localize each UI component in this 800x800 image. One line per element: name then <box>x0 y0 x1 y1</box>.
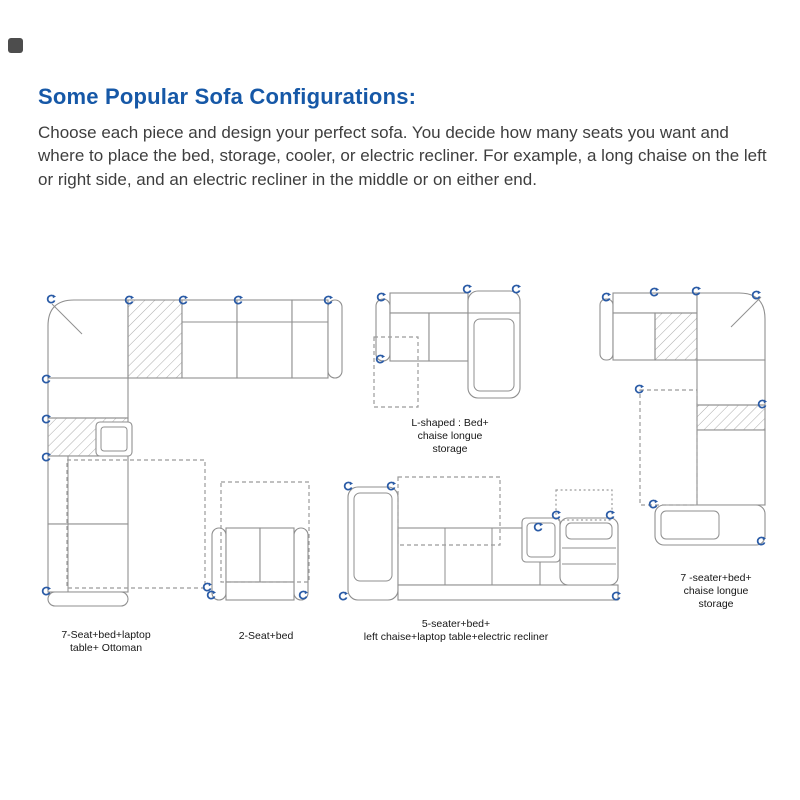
diagram-l-shaped-bed-chaise-storage <box>370 283 528 415</box>
sofa-body <box>211 527 309 601</box>
config-label-two-seat-bed: 2-Seat+bed <box>214 630 318 643</box>
config-label-line: left chaise+laptop table+electric reclin… <box>363 631 549 643</box>
sofa-drawing <box>338 476 622 601</box>
storage-outline <box>639 389 698 506</box>
config-label-line: table+ Ottoman <box>69 642 143 654</box>
config-label-line: L-shaped : Bed+ <box>411 417 489 429</box>
chaise-longue <box>467 290 521 399</box>
rotate-icon <box>462 283 473 294</box>
seat-modules <box>397 527 619 601</box>
sofa-row-modules <box>127 299 343 379</box>
sofa-column-modules <box>696 359 766 506</box>
left-chaise <box>347 486 399 601</box>
config-label-seven-seat-bed-laptop-ottoman: 7-Seat+bed+laptop table+ Ottoman <box>38 629 174 655</box>
config-label-seven-seater-bed-chaise-storage: 7 -seater+bed+ chaise longue storage <box>660 572 772 611</box>
sofa-drawing <box>206 481 310 601</box>
rotate-icon <box>648 498 659 509</box>
rotate-icon <box>634 383 645 394</box>
corner-module <box>696 292 766 361</box>
recliner-extension-outline <box>555 489 613 521</box>
sofa-drawing <box>41 293 343 607</box>
config-label-line: storage <box>432 443 468 455</box>
page-title: Some Popular Sofa Configurations: <box>38 84 417 109</box>
rotate-icon <box>605 509 616 520</box>
config-label-line: 5-seater+bed+ <box>421 618 491 630</box>
diagram-five-seater-bed-chaise-recliner <box>338 452 630 604</box>
config-label-line: storage <box>698 598 734 610</box>
electric-recliner <box>559 517 619 586</box>
sofa-column-modules <box>47 377 129 607</box>
config-label-line: 7-Seat+bed+laptop <box>61 629 151 641</box>
chaise-longue <box>654 504 766 546</box>
config-label-line: 7 -seater+bed+ <box>680 572 752 584</box>
rotate-icon <box>551 509 562 520</box>
corner-module <box>47 299 129 379</box>
config-label-five-seater-bed-chaise-recliner: 5-seater+bed+ left chaise+laptop table+e… <box>330 618 582 644</box>
rotate-icon <box>46 293 57 304</box>
sofa-drawing <box>373 283 522 408</box>
diagram-seven-seat-bed-laptop-ottoman <box>40 286 350 616</box>
storage-outline <box>373 336 419 408</box>
sofa-drawing <box>599 285 768 546</box>
diagram-seven-seater-bed-chaise-storage <box>593 283 773 575</box>
laptop-table <box>95 421 133 457</box>
config-label-line: 2-Seat+bed <box>238 630 294 642</box>
sofa-body <box>375 292 469 362</box>
rotate-icon <box>511 283 522 294</box>
intro-paragraph: Choose each piece and design your perfec… <box>38 123 767 189</box>
decorative-mark <box>8 38 23 53</box>
rotate-icon <box>338 590 349 601</box>
diagram-two-seat-bed <box>205 470 317 606</box>
config-label-line: chaise longue <box>683 585 749 597</box>
fold-out-bed-outline <box>397 476 501 546</box>
fold-out-bed-outline <box>220 481 310 583</box>
config-label-l-shaped-bed-chaise-storage: L-shaped : Bed+ chaise longue storage <box>394 417 506 456</box>
rotate-icon <box>343 480 354 491</box>
sofa-row-modules <box>599 292 698 361</box>
config-label-line: chaise longue <box>417 430 483 442</box>
